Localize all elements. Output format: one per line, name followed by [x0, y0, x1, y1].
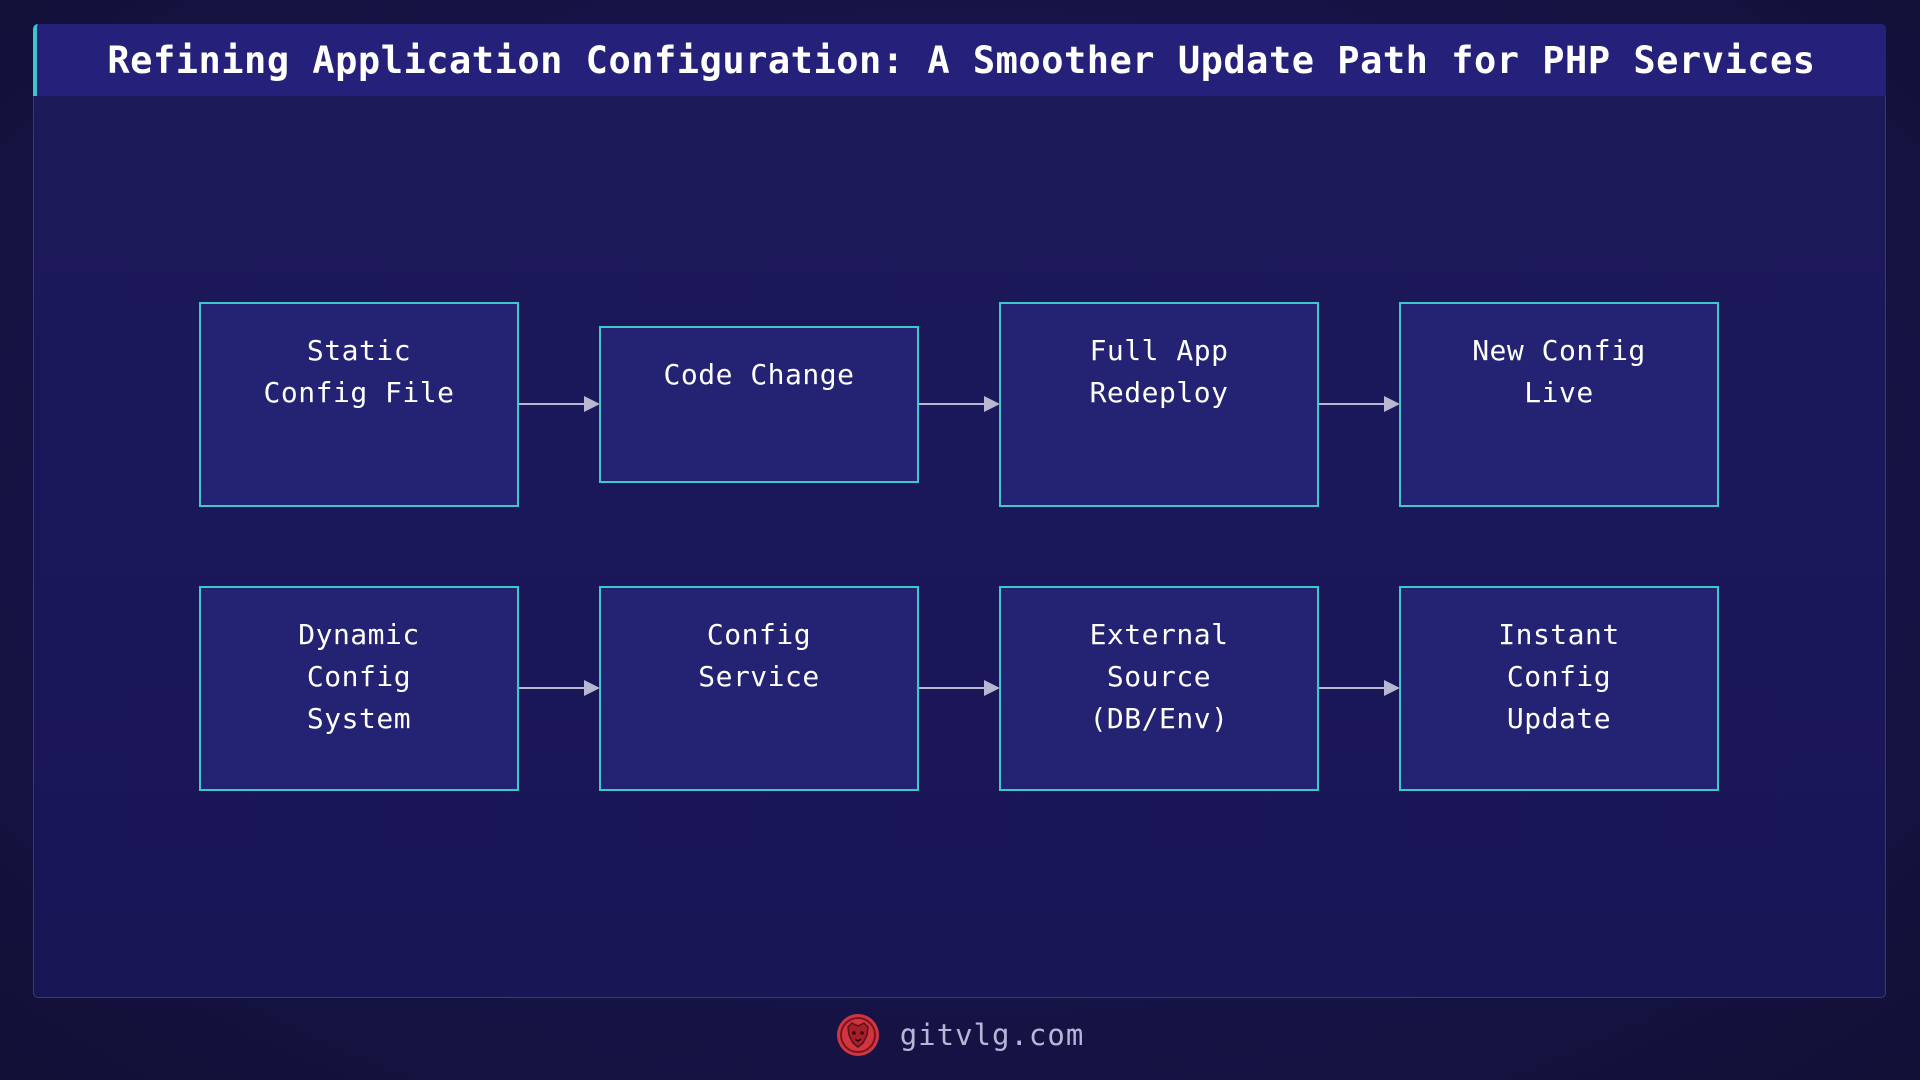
- node-label-line: External: [1089, 617, 1229, 651]
- node-label-line: Config File: [263, 375, 455, 409]
- node-label-line: Update: [1506, 701, 1612, 735]
- node-label-line: Source: [1106, 659, 1212, 693]
- node-label-line: Full App: [1089, 333, 1229, 367]
- footer-site-text: gitvlg.com: [899, 1018, 1085, 1052]
- node-label-line: Instant: [1498, 617, 1620, 651]
- lion-head-icon: [836, 1014, 879, 1056]
- title-bar: Refining Application Configuration: A Sm…: [33, 24, 1886, 96]
- node-label-line: Code Change: [663, 357, 855, 391]
- node-label-line: Dynamic: [298, 617, 420, 651]
- node-label-line: New Config: [1472, 333, 1646, 367]
- footer: gitvlg.com: [0, 1010, 1920, 1060]
- diagram-panel: [33, 24, 1886, 998]
- node-label-line: Live: [1524, 375, 1594, 409]
- diagram-title: Refining Application Configuration: A Sm…: [107, 38, 1816, 82]
- node-label-line: Config: [306, 659, 412, 693]
- node-label-line: Static: [306, 333, 412, 367]
- node-code-change: Code Change: [599, 325, 919, 483]
- node-label-line: Config: [706, 617, 812, 651]
- node-label-line: Redeploy: [1089, 375, 1229, 409]
- node-label-line: System: [306, 701, 412, 735]
- node-label-line: Service: [698, 659, 820, 693]
- node-label-line: (DB/Env): [1089, 701, 1229, 735]
- node-label-line: Config: [1506, 659, 1612, 693]
